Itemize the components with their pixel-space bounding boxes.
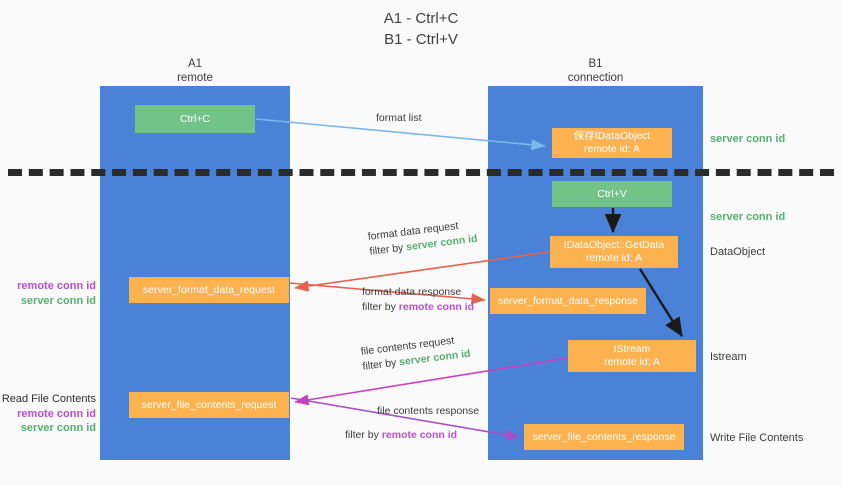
filter-prefix: filter by [362,301,399,313]
node-save-dataobject[interactable]: 保存IDataObject remote id: A [552,128,672,158]
edge-label-format-data-request: format data request filter by server con… [367,217,478,260]
edge-label-format-data-response-title: format data response [362,286,462,298]
node-ctrl-c[interactable]: Ctrl+C [135,105,255,133]
dashed-divider [8,169,834,176]
node-getdata-subtitle: remote id: A [585,252,643,264]
column-b1-role: connection [567,72,624,84]
left-note-format-remote-conn-id: remote conn id [17,280,96,292]
filter-value-remote-conn-id: remote conn id [381,429,458,441]
left-note-file-conn-ids: Read File Contents remote conn id server… [0,392,96,436]
filter-prefix: filter by [345,429,382,441]
node-ctrl-v[interactable]: Ctrl+V [552,181,672,207]
edge-label-format-list: format list [376,112,422,124]
node-getdata-title: IDataObject::GetData [563,239,665,251]
node-ctrl-v-label: Ctrl+V [597,187,627,200]
left-note-file-remote-conn-id: remote conn id [17,407,96,420]
edge-label-format-data-response: format data response filter by remote co… [362,285,474,315]
node-server-file-contents-request-label: server_file_contents_request [141,398,277,411]
filter-prefix: filter by [368,241,407,258]
node-save-dataobject-title: 保存IDataObject [573,130,651,142]
node-getdata[interactable]: IDataObject::GetData remote id: A [550,236,678,268]
column-a1-role: remote [177,72,213,84]
column-b1-name: B1 [588,58,603,70]
edge-label-file-contents-response-title: file contents response [377,405,480,417]
node-server-file-contents-response[interactable]: server_file_contents_response [524,424,684,450]
left-note-format-server-conn-id: server conn id [20,294,96,307]
column-a1-name: A1 [187,58,203,70]
node-server-format-data-response-label: server_format_data_response [497,294,639,307]
left-note-read-file-contents: Read File Contents [1,393,96,405]
edge-label-file-contents-response: file contents response filter by remote … [345,404,479,443]
note-server-conn-id-top: server conn id [710,133,786,145]
note-server-conn-id-mid: server conn id [710,211,786,223]
note-istream: Istream [710,351,747,363]
node-server-format-data-response[interactable]: server_format_data_response [490,288,646,314]
title-line-2: B1 - Ctrl+V [384,31,458,48]
column-header-b1: B1 connection [488,57,703,85]
node-server-file-contents-response-label: server_file_contents_response [532,430,676,443]
edge-label-format-data-response-filter: filter by remote conn id [362,300,474,315]
node-save-dataobject-subtitle: remote id: A [583,143,641,155]
edge-label-file-contents-response-filter: filter by remote conn id [345,428,479,443]
edge-label-file-contents-request: file contents request filter by server c… [360,332,471,375]
node-istream[interactable]: IStream remote id: A [568,340,696,372]
filter-value-remote-conn-id: remote conn id [398,301,475,313]
column-header-a1: A1 remote [100,57,290,85]
left-note-format-conn-ids: remote conn id server conn id [0,279,96,308]
filter-prefix: filter by [361,356,400,373]
node-server-file-contents-request[interactable]: server_file_contents_request [129,392,289,418]
page-title: A1 - Ctrl+C B1 - Ctrl+V [0,8,842,50]
left-note-file-server-conn-id: server conn id [20,422,96,434]
node-istream-title: IStream [613,343,651,355]
title-line-1: A1 - Ctrl+C [383,10,459,27]
note-dataobject: DataObject [710,246,766,258]
note-write-file-contents: Write File Contents [710,432,804,444]
node-server-format-data-request-label: server_format_data_request [143,283,275,296]
node-ctrl-c-label: Ctrl+C [179,112,211,125]
node-server-format-data-request[interactable]: server_format_data_request [129,277,289,303]
node-istream-subtitle: remote id: A [603,356,661,368]
